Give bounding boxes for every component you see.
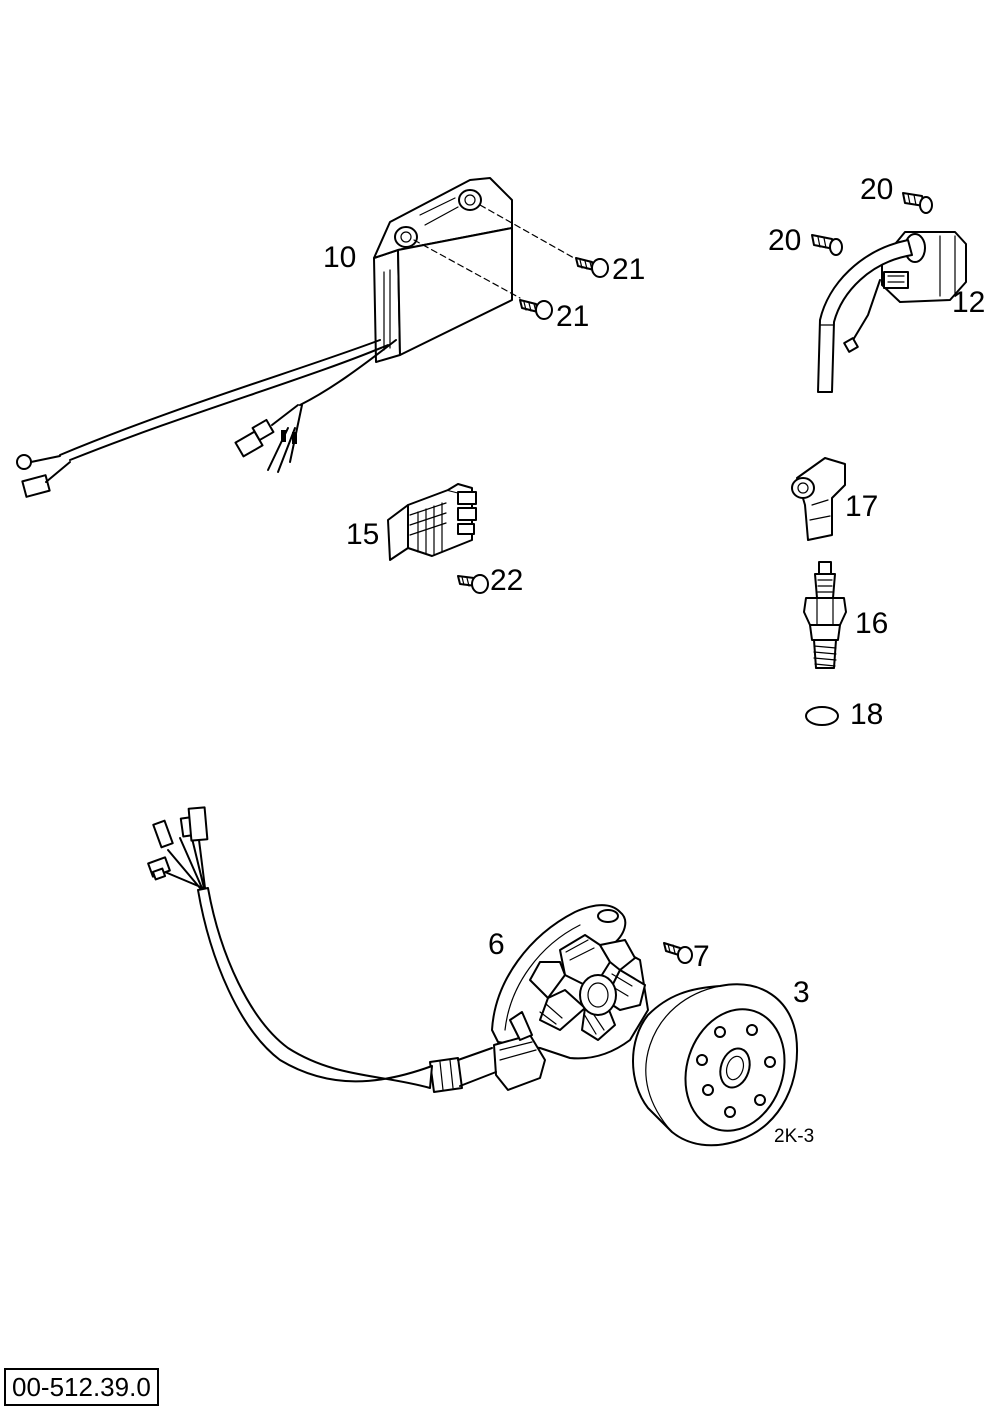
cdi-unit-drawing	[16, 177, 575, 498]
ignition-coil-drawing	[817, 231, 967, 393]
callout-12: 12	[952, 286, 986, 319]
rotor-drawing	[632, 983, 798, 1147]
bolt-22-drawing	[457, 574, 489, 594]
callout-15: 15	[346, 518, 380, 551]
bolt-20-upper-drawing	[902, 192, 933, 214]
bolt-21-lower-drawing	[519, 299, 553, 320]
view-tag: 2K-3	[774, 1126, 815, 1147]
callout-20-lower: 20	[768, 224, 802, 257]
callout-7: 7	[693, 940, 710, 973]
bolt-20-lower-drawing	[811, 234, 843, 256]
sealing-ring-drawing	[805, 706, 839, 726]
callout-10: 10	[323, 241, 357, 274]
spark-plug-drawing	[803, 561, 847, 669]
callout-16: 16	[855, 607, 889, 640]
callout-18: 18	[850, 698, 884, 731]
voltage-regulator-drawing	[387, 483, 477, 561]
bolt-7-drawing	[663, 942, 693, 964]
callout-21-lower: 21	[556, 300, 590, 333]
callout-6: 6	[488, 928, 505, 961]
callout-3: 3	[793, 976, 810, 1009]
callout-20-upper: 20	[860, 173, 894, 206]
stator-drawing	[147, 806, 649, 1093]
spark-plug-cap-drawing	[791, 457, 846, 541]
bolt-21-upper-drawing	[575, 257, 609, 278]
callout-21-upper: 21	[612, 253, 646, 286]
drawing-number-label: 00-512.39.0	[4, 1368, 159, 1406]
callout-22: 22	[490, 564, 524, 597]
callout-17: 17	[845, 490, 879, 523]
